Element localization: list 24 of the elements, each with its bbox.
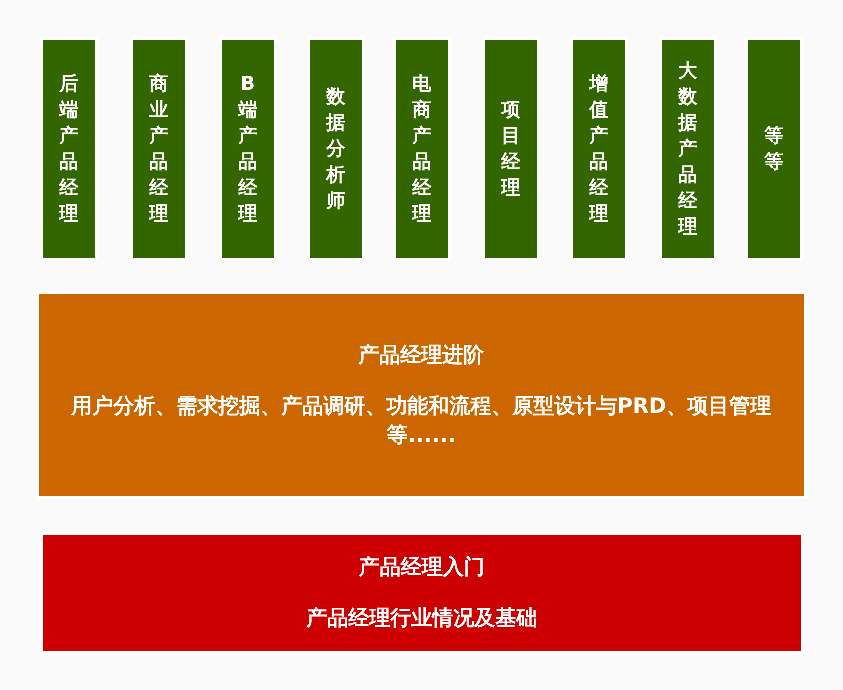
role-column [393, 37, 451, 261]
role-label: 商业产品经理 [148, 72, 170, 227]
role-label: 数据分析师 [325, 85, 346, 214]
role-column [482, 37, 540, 261]
role-column [219, 37, 277, 261]
level-panel [40, 532, 804, 654]
role-label: B端产品经理 [237, 72, 258, 227]
role-column [307, 37, 365, 261]
role-column [745, 37, 803, 261]
level-description: 用户分析、需求挖掘、产品调研、功能和流程、原型设计与PRD、项目管理等...... [70, 392, 772, 448]
role-column [659, 37, 717, 261]
role-label: 等等 [764, 124, 784, 175]
level-description: 产品经理行业情况及基础 [306, 605, 538, 632]
role-label: 大数据产品经理 [677, 59, 698, 240]
role-label: 电商产品经理 [411, 72, 432, 227]
level-panel [36, 291, 807, 499]
role-label: 项目经理 [500, 98, 522, 201]
role-label: 后端产品经理 [58, 72, 80, 227]
level-heading: 产品经理进阶 [358, 342, 484, 368]
role-column [130, 37, 188, 261]
role-column [570, 37, 628, 261]
role-column [40, 37, 98, 261]
level-heading: 产品经理入门 [359, 554, 485, 581]
role-label: 增值产品经理 [588, 72, 610, 227]
